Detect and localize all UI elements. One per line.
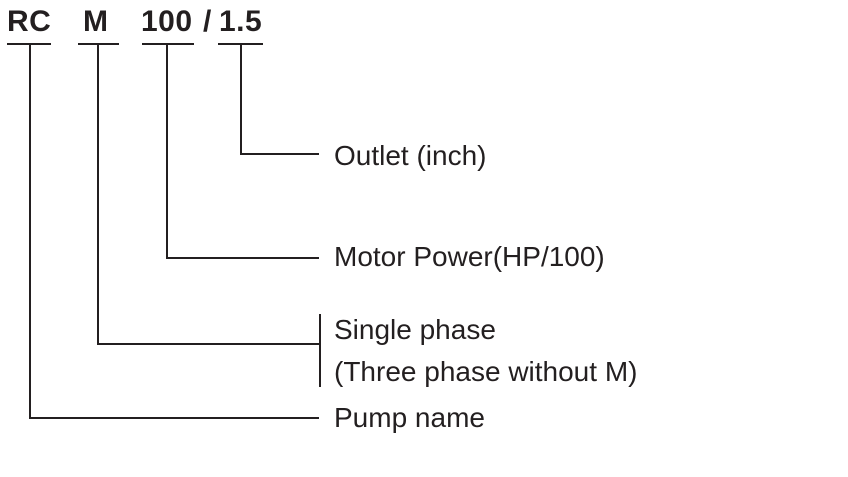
code-m: M [83,5,109,38]
label-pump-name: Pump name [334,402,485,433]
code-outlet: 1.5 [219,5,263,38]
label-motor-power: Motor Power(HP/100) [334,241,605,272]
label-three-phase-note: (Three phase without M) [334,356,638,387]
code-slash: / [203,5,212,38]
connector-motor-power [166,43,319,259]
connector-outlet [240,43,319,155]
connector-phase [97,43,319,345]
code-rc: RC [7,5,52,38]
label-single-phase: Single phase [334,314,496,345]
label-outlet: Outlet (inch) [334,140,487,171]
code-power: 100 [141,5,193,38]
connector-pump-name [29,43,319,419]
